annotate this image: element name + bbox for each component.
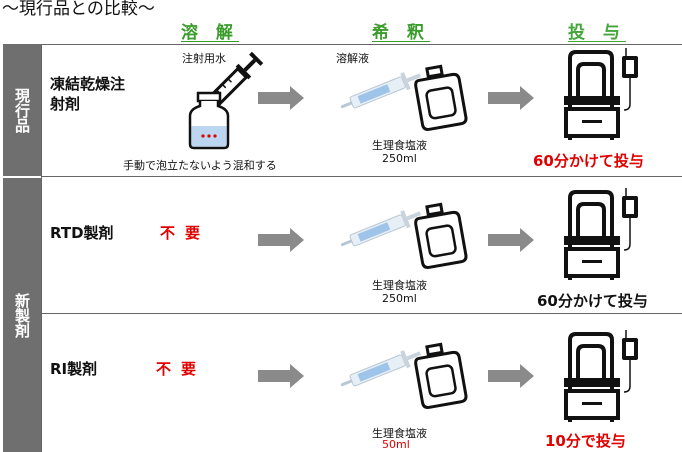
infusion-bed-icon <box>564 48 638 140</box>
page-caption: ～現行品との比較～ <box>2 0 155 19</box>
saline-label: 生理食塩液 <box>372 427 427 440</box>
product-name-lyophilized: 凍結乾燥注射剤 <box>50 75 126 113</box>
infusion-bed-icon <box>564 188 638 280</box>
iv-bag-icon <box>414 202 468 269</box>
syringe-icon <box>340 72 422 109</box>
product-name-ri: RI製剤 <box>50 360 98 378</box>
dissolve-not-required: 不要 <box>156 360 207 378</box>
iv-bag-icon <box>414 342 468 409</box>
syringe-icon <box>340 350 422 387</box>
saline-volume: 250ml <box>382 292 417 305</box>
table-left-border <box>41 44 42 452</box>
right-arrow-icon <box>488 364 534 388</box>
header-dissolve: 溶 解 <box>181 23 239 43</box>
header-administer: 投 与 <box>568 23 626 43</box>
right-arrow-icon <box>488 228 534 252</box>
right-arrow-icon <box>258 364 304 388</box>
right-arrow-icon <box>258 228 304 252</box>
header-dilute: 希 釈 <box>372 23 430 43</box>
dissolving-solution-label: 溶解液 <box>336 52 369 65</box>
mixing-instruction: 手動で泡立たないよう混和する <box>123 159 277 172</box>
row-divider-1 <box>41 176 682 177</box>
side-label-current: 現行品 <box>3 44 41 176</box>
administration-time: 10分で投与 <box>545 432 626 450</box>
administration-time: 60分かけて投与 <box>533 152 644 170</box>
water-for-injection-label: 注射用水 <box>182 52 226 65</box>
syringe-icon <box>340 210 422 247</box>
saline-label: 生理食塩液 <box>372 279 427 292</box>
dissolve-not-required: 不要 <box>160 224 211 242</box>
saline-volume: 250ml <box>382 152 417 165</box>
right-arrow-icon <box>258 86 304 110</box>
infusion-bed-icon <box>564 330 638 422</box>
row-divider-2 <box>41 313 682 314</box>
saline-label: 生理食塩液 <box>372 139 427 152</box>
right-arrow-icon <box>488 86 534 110</box>
administration-time: 60分かけて投与 <box>537 292 648 310</box>
saline-volume: 50ml <box>382 438 410 451</box>
product-name-rtd: RTD製剤 <box>50 224 114 242</box>
vial-icon <box>188 91 230 150</box>
table-top-border <box>41 44 682 45</box>
iv-bag-icon <box>414 64 468 131</box>
side-label-new: 新製剤 <box>3 178 41 452</box>
